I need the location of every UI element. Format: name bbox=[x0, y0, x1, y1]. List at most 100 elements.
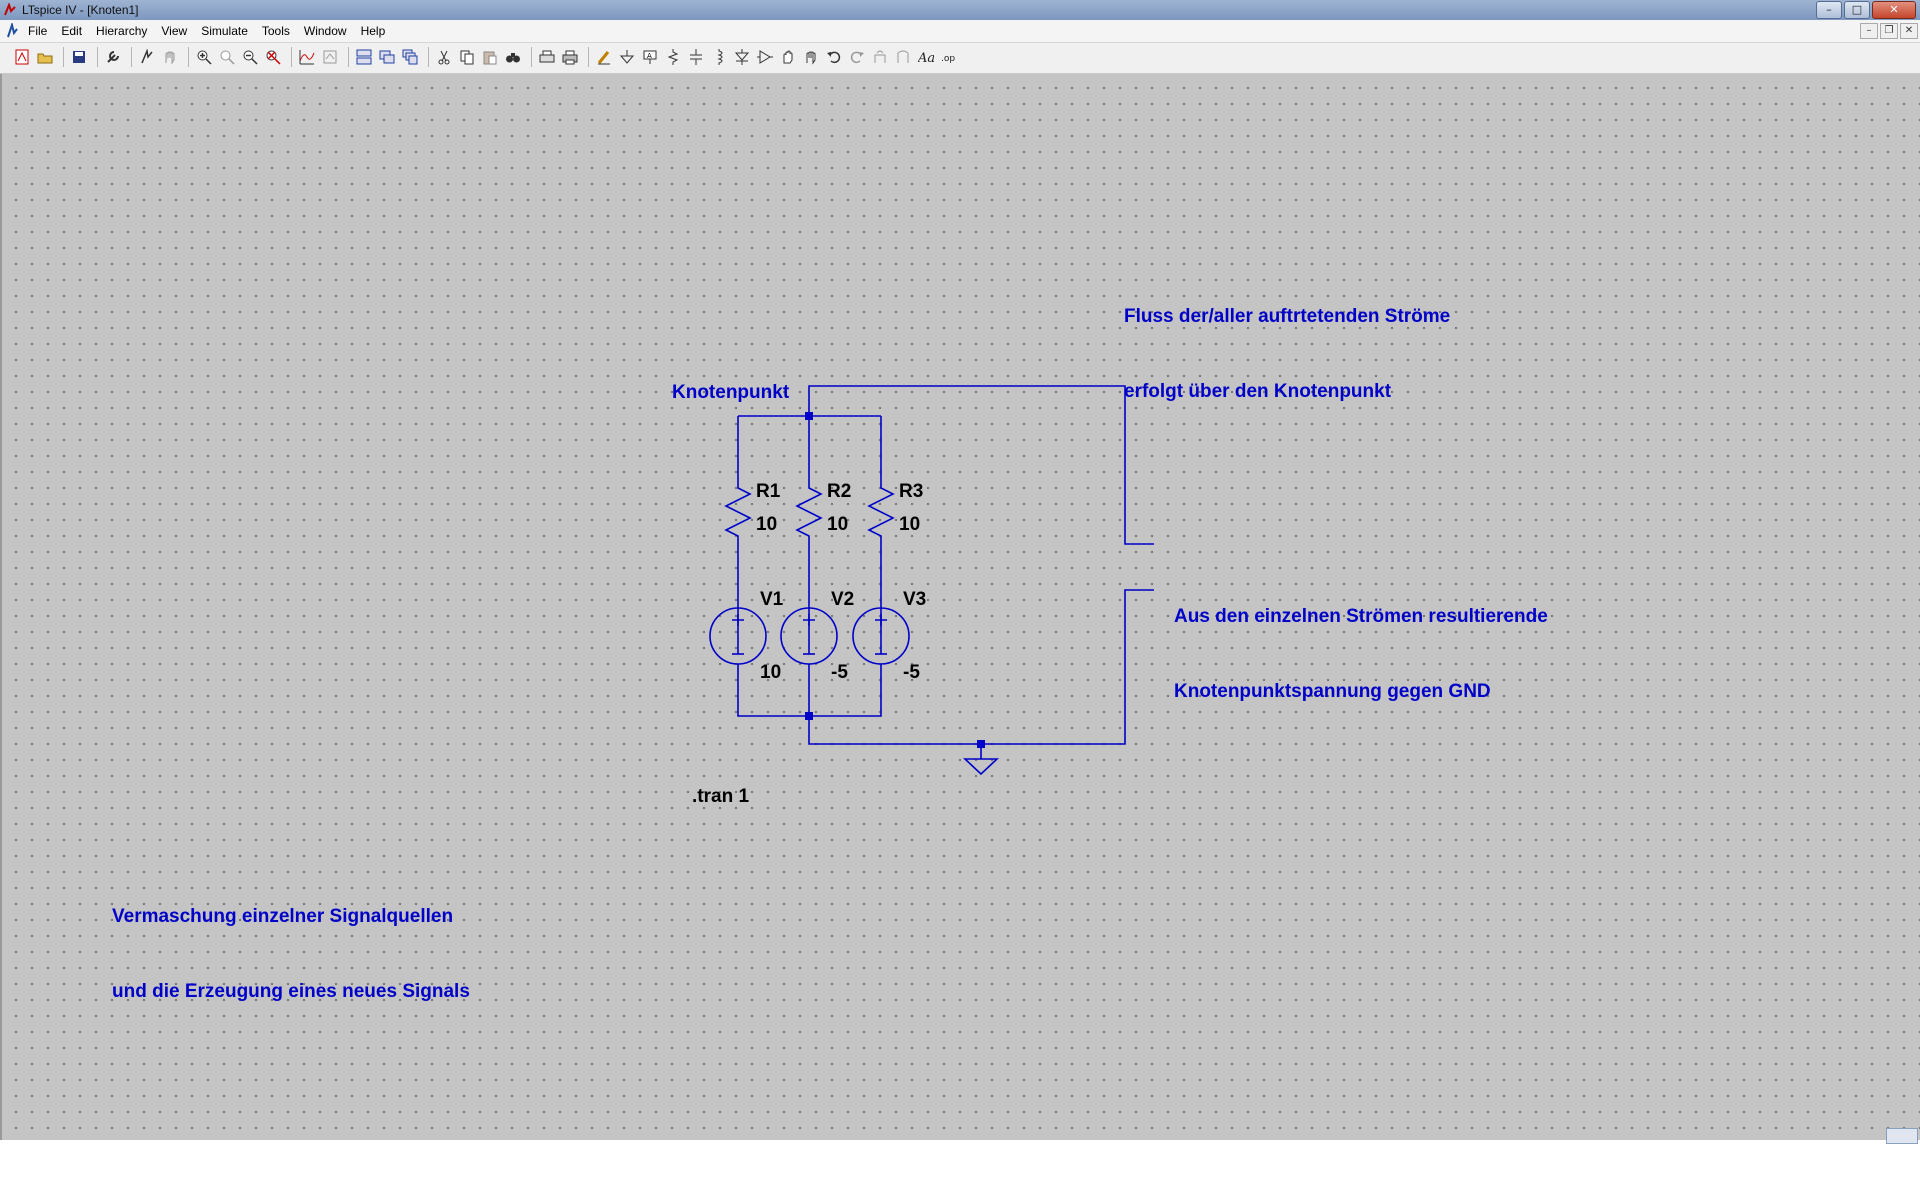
comment-node-voltage[interactable]: Aus den einzelnen Strömen resultierende … bbox=[1174, 554, 1548, 754]
menu-file[interactable]: File bbox=[28, 24, 48, 38]
resistor-r3-value[interactable]: 10 bbox=[899, 514, 921, 535]
zoom-out-icon[interactable] bbox=[240, 47, 260, 67]
wire-v2-bottom[interactable] bbox=[808, 589, 1154, 745]
comment-signal-sources-line2: und die Erzeugung eines neues Signals bbox=[112, 981, 470, 1002]
menu-window[interactable]: Window bbox=[303, 24, 347, 38]
label-net-icon[interactable]: A bbox=[640, 47, 660, 67]
junction-dot-bottom bbox=[805, 712, 813, 720]
toolbar-separator bbox=[348, 47, 349, 67]
redo-icon[interactable] bbox=[847, 47, 867, 67]
source-v2-name[interactable]: V2 bbox=[831, 589, 855, 610]
status-area bbox=[0, 1140, 1920, 1200]
resistor-r1[interactable] bbox=[724, 484, 752, 540]
undo-icon[interactable] bbox=[824, 47, 844, 67]
capacitor-icon[interactable] bbox=[686, 47, 706, 67]
resistor-r3-name[interactable]: R3 bbox=[899, 481, 924, 502]
toolbar-separator bbox=[588, 47, 589, 67]
menu-edit[interactable]: Edit bbox=[61, 24, 83, 38]
resistor-r1-name[interactable]: R1 bbox=[756, 481, 781, 502]
document-minimize-button[interactable]: – bbox=[1860, 23, 1878, 39]
svg-text:Aa: Aa bbox=[918, 51, 934, 65]
comment-current-flow[interactable]: Fluss der/aller auftrtetenden Ströme erf… bbox=[1124, 254, 1450, 454]
plus-sign-v2 bbox=[803, 614, 815, 626]
menu-view[interactable]: View bbox=[161, 24, 188, 38]
comment-current-flow-line2: erfolgt über den Knotenpunkt bbox=[1124, 381, 1392, 402]
source-v1-name[interactable]: V1 bbox=[760, 589, 784, 610]
schematic-canvas[interactable]: Fluss der/aller auftrtetenden Ströme erf… bbox=[0, 74, 1920, 1140]
menu-hierarchy[interactable]: Hierarchy bbox=[96, 24, 148, 38]
wire-node-loop[interactable] bbox=[808, 385, 1154, 545]
plus-sign-v3 bbox=[875, 614, 887, 626]
open-icon[interactable] bbox=[35, 47, 55, 67]
copy-icon[interactable] bbox=[457, 47, 477, 67]
resistor-r3[interactable] bbox=[867, 484, 895, 540]
mirror-icon[interactable] bbox=[893, 47, 913, 67]
drag-icon[interactable] bbox=[801, 47, 821, 67]
spice-directive-icon[interactable]: .op bbox=[939, 47, 959, 67]
print-setup-icon[interactable] bbox=[537, 47, 557, 67]
wire-icon[interactable] bbox=[594, 47, 614, 67]
junction-dot-ground bbox=[977, 740, 985, 748]
pan-icon[interactable] bbox=[217, 47, 237, 67]
resistor-r2-name[interactable]: R2 bbox=[827, 481, 852, 502]
schematic-document-icon[interactable] bbox=[5, 23, 19, 39]
resistor-r2-value[interactable]: 10 bbox=[827, 514, 849, 535]
window-minimize-button[interactable]: – bbox=[1816, 1, 1842, 19]
toolbar: A Aa .op bbox=[0, 43, 1920, 74]
source-v3-name[interactable]: V3 bbox=[903, 589, 927, 610]
rotate-icon[interactable] bbox=[870, 47, 890, 67]
title-bar: LTspice IV - [Knoten1] – □ ✕ bbox=[0, 0, 1920, 20]
toolbar-separator bbox=[291, 47, 292, 67]
new-schematic-icon[interactable] bbox=[12, 47, 32, 67]
restore-window-grip[interactable] bbox=[1886, 1128, 1918, 1144]
run-icon[interactable] bbox=[137, 47, 157, 67]
window-close-button[interactable]: ✕ bbox=[1872, 1, 1916, 19]
document-close-button[interactable]: ✕ bbox=[1900, 23, 1918, 39]
spice-directive-tran[interactable]: .tran 1 bbox=[692, 786, 750, 807]
document-restore-button[interactable]: ❐ bbox=[1880, 23, 1898, 39]
comment-node-voltage-line2: Knotenpunktspannung gegen GND bbox=[1174, 681, 1491, 702]
svg-text:.op: .op bbox=[941, 54, 955, 64]
toolbar-separator bbox=[531, 47, 532, 67]
source-v1-value[interactable]: 10 bbox=[760, 662, 782, 683]
save-icon[interactable] bbox=[69, 47, 89, 67]
move-icon[interactable] bbox=[778, 47, 798, 67]
zoom-fit-icon[interactable] bbox=[263, 47, 283, 67]
resistor-icon[interactable] bbox=[663, 47, 683, 67]
menu-tools[interactable]: Tools bbox=[261, 24, 290, 38]
ground-icon[interactable] bbox=[617, 47, 637, 67]
resistor-r1-value[interactable]: 10 bbox=[756, 514, 778, 535]
zoom-in-icon[interactable] bbox=[194, 47, 214, 67]
text-icon[interactable]: Aa bbox=[916, 47, 936, 67]
inductor-icon[interactable] bbox=[709, 47, 729, 67]
source-v3-value[interactable]: -5 bbox=[903, 662, 920, 683]
source-v2-value[interactable]: -5 bbox=[831, 662, 848, 683]
tile-vertical-icon[interactable] bbox=[377, 47, 397, 67]
waveform-icon[interactable] bbox=[320, 47, 340, 67]
resistor-r2[interactable] bbox=[795, 484, 823, 540]
cascade-icon[interactable] bbox=[400, 47, 420, 67]
autorange-icon[interactable] bbox=[297, 47, 317, 67]
menu-simulate[interactable]: Simulate bbox=[201, 24, 248, 38]
comment-current-flow-line1: Fluss der/aller auftrtetenden Ströme bbox=[1124, 306, 1451, 327]
node-label-knotenpunkt[interactable]: Knotenpunkt bbox=[672, 382, 790, 403]
menu-bar: File Edit Hierarchy View Simulate Tools … bbox=[0, 20, 1920, 43]
control-panel-icon[interactable] bbox=[103, 47, 123, 67]
svg-text:A: A bbox=[647, 52, 652, 60]
comment-signal-sources[interactable]: Vermaschung einzelner Signalquellen und … bbox=[112, 854, 470, 1054]
cut-icon[interactable] bbox=[434, 47, 454, 67]
window-title: LTspice IV - [Knoten1] bbox=[22, 3, 139, 17]
menu-help[interactable]: Help bbox=[360, 24, 386, 38]
diode-icon[interactable] bbox=[732, 47, 752, 67]
print-icon[interactable] bbox=[560, 47, 580, 67]
window-maximize-button[interactable]: □ bbox=[1844, 1, 1870, 19]
toolbar-separator bbox=[428, 47, 429, 67]
paste-icon[interactable] bbox=[480, 47, 500, 67]
halt-icon[interactable] bbox=[160, 47, 180, 67]
component-icon[interactable] bbox=[755, 47, 775, 67]
toolbar-separator bbox=[97, 47, 98, 67]
tile-horizontal-icon[interactable] bbox=[354, 47, 374, 67]
schematic-drawing[interactable] bbox=[2, 74, 1920, 1140]
ground-symbol[interactable] bbox=[962, 758, 1000, 776]
find-icon[interactable] bbox=[503, 47, 523, 67]
